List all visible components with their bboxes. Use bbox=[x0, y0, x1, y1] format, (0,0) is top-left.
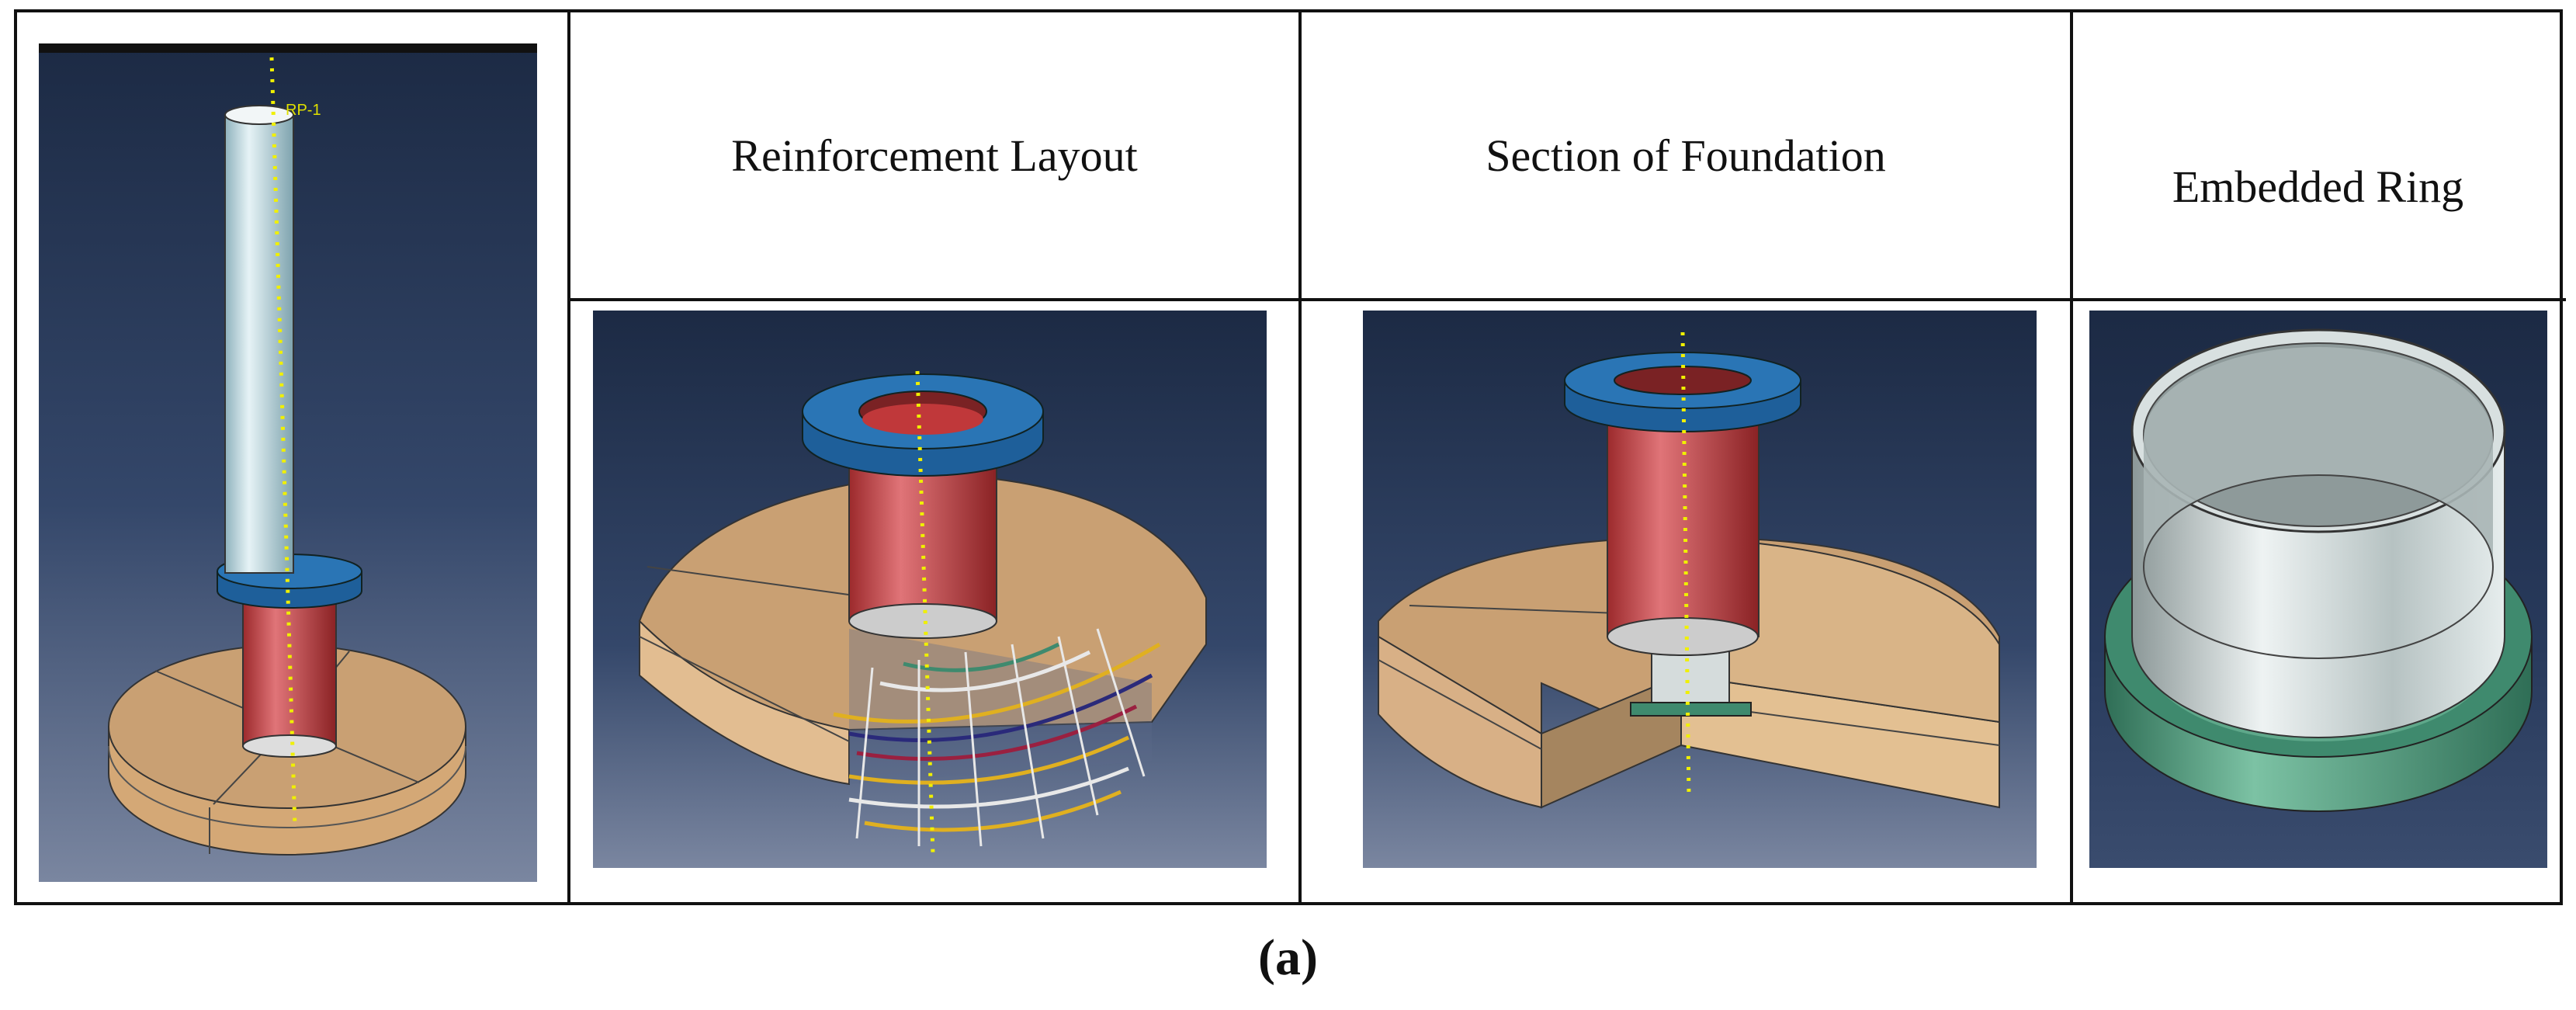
steel-tube bbox=[242, 594, 337, 758]
figure-table: Reinforcement Layout Section of Foundati… bbox=[14, 9, 2566, 905]
reinforcement-layout-panel bbox=[593, 311, 1267, 868]
reference-point-label: RP-1 bbox=[286, 102, 321, 119]
figure-caption: (a) bbox=[1258, 929, 1318, 986]
reference-axis bbox=[915, 370, 935, 855]
column-divider bbox=[2070, 12, 2073, 902]
header-embedded-ring: Embedded Ring bbox=[2172, 161, 2464, 212]
tower-shaft bbox=[224, 105, 294, 574]
header-section-of-foundation: Section of Foundation bbox=[1486, 130, 1886, 181]
header-divider bbox=[567, 298, 2566, 301]
flange bbox=[1564, 352, 1801, 432]
overall-model-panel: RP-1 bbox=[39, 43, 537, 882]
column-divider bbox=[567, 12, 570, 902]
column-divider bbox=[1298, 12, 1302, 902]
reference-axis bbox=[269, 57, 297, 828]
rebar-cage bbox=[833, 628, 1161, 847]
reference-axis bbox=[1680, 331, 1691, 797]
header-reinforcement-layout: Reinforcement Layout bbox=[731, 130, 1138, 181]
foundation-disc bbox=[108, 644, 466, 856]
embedded-ring-panel bbox=[2089, 311, 2547, 868]
section-of-foundation-panel bbox=[1363, 311, 2037, 868]
ring-cylinder bbox=[2130, 328, 2506, 738]
flange bbox=[802, 373, 1044, 477]
